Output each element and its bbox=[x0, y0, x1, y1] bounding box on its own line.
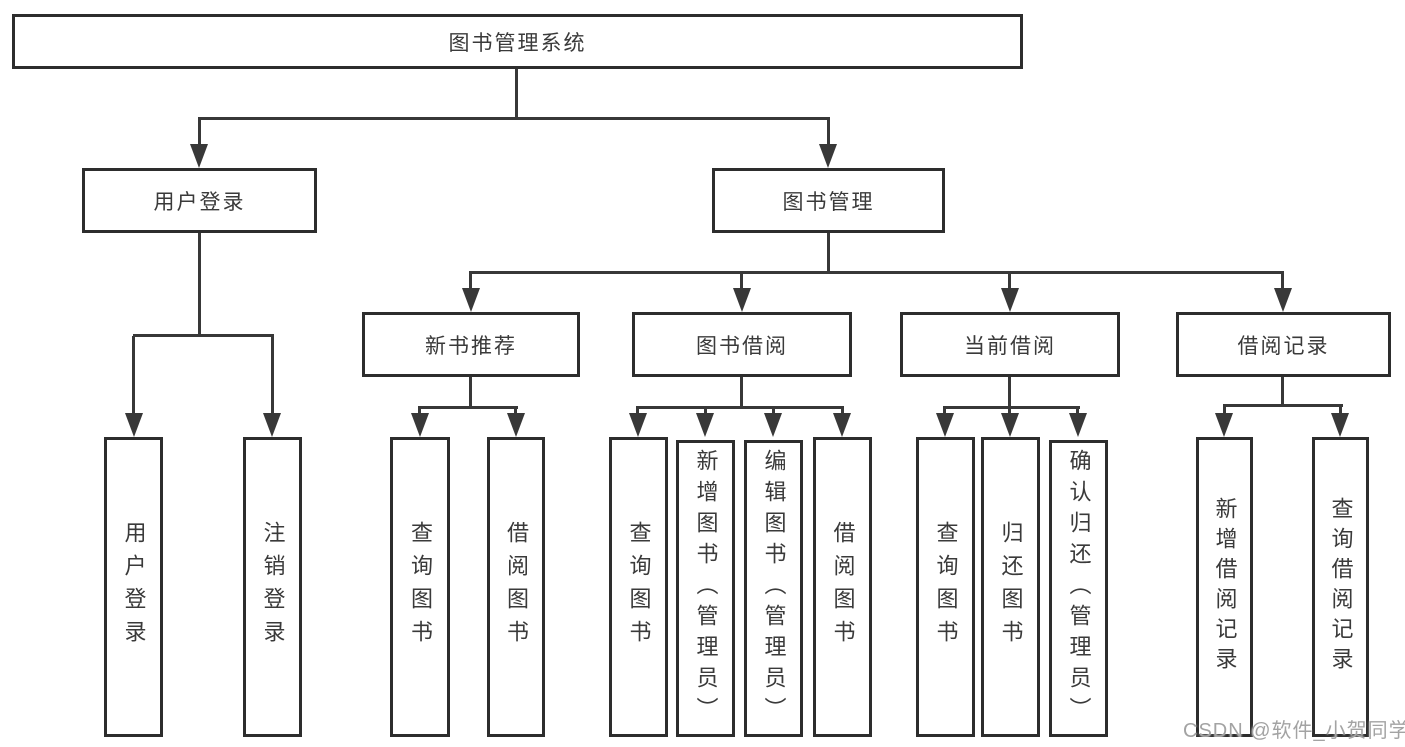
connector-line bbox=[841, 408, 844, 416]
connector-line bbox=[1339, 406, 1342, 416]
leaf-borrow-books-label: 借阅图书 bbox=[830, 521, 856, 653]
connector-line bbox=[740, 377, 743, 408]
connector-line bbox=[1008, 377, 1011, 408]
node-user-login-label: 用户登录 bbox=[153, 190, 246, 214]
node-user-login: 用户登录 bbox=[82, 168, 317, 233]
connector-line bbox=[636, 408, 639, 416]
arrow-down-icon bbox=[733, 288, 751, 312]
node-new-book-recommend: 新书推荐 bbox=[362, 312, 580, 377]
arrow-down-icon bbox=[833, 413, 851, 437]
arrow-down-icon bbox=[263, 413, 281, 437]
connector-line bbox=[704, 408, 707, 416]
leaf-query-books-recommend-label: 查询图书 bbox=[408, 521, 433, 653]
leaf-user-login: 用户登录 bbox=[104, 437, 163, 737]
node-book-borrow: 图书借阅 bbox=[632, 312, 852, 377]
leaf-query-books-current: 查询图书 bbox=[916, 437, 975, 737]
leaf-borrow-books: 借阅图书 bbox=[813, 437, 872, 737]
connector-line bbox=[418, 406, 518, 409]
arrow-down-icon bbox=[764, 413, 782, 437]
node-borrow-records-label: 借阅记录 bbox=[1237, 334, 1330, 358]
arrow-down-icon bbox=[1069, 413, 1087, 437]
arrow-down-icon bbox=[1215, 413, 1233, 437]
leaf-logout-label: 注销登录 bbox=[260, 521, 286, 653]
connector-line bbox=[469, 377, 472, 408]
connector-line bbox=[515, 69, 518, 118]
arrow-down-icon bbox=[190, 144, 208, 168]
leaf-query-borrow-record: 查询借阅记录 bbox=[1312, 437, 1369, 737]
leaf-edit-book-admin-label: 编辑图书（管理员） bbox=[761, 449, 787, 728]
connector-line bbox=[418, 408, 421, 416]
leaf-query-books-current-label: 查询图书 bbox=[933, 521, 959, 653]
connector-line bbox=[469, 271, 1284, 274]
leaf-add-borrow-record-label: 新增借阅记录 bbox=[1212, 497, 1238, 677]
arrow-down-icon bbox=[1001, 288, 1019, 312]
leaf-query-books-borrow-label: 查询图书 bbox=[626, 521, 652, 653]
node-book-management: 图书管理 bbox=[712, 168, 945, 233]
connector-line bbox=[469, 273, 472, 290]
arrow-down-icon bbox=[629, 413, 647, 437]
arrow-down-icon bbox=[462, 288, 480, 312]
connector-line bbox=[636, 406, 844, 409]
leaf-add-borrow-record: 新增借阅记录 bbox=[1196, 437, 1253, 737]
node-book-borrow-label: 图书借阅 bbox=[696, 334, 788, 358]
leaf-return-books: 归还图书 bbox=[981, 437, 1040, 737]
leaf-logout: 注销登录 bbox=[243, 437, 302, 737]
connector-line bbox=[271, 336, 274, 414]
connector-line bbox=[198, 233, 201, 335]
node-book-management-label: 图书管理 bbox=[782, 190, 875, 214]
leaf-borrow-books-recommend-label: 借阅图书 bbox=[504, 521, 529, 653]
arrow-down-icon bbox=[507, 413, 525, 437]
connector-line bbox=[772, 408, 775, 416]
node-new-book-recommend-label: 新书推荐 bbox=[425, 334, 517, 358]
leaf-edit-book-admin: 编辑图书（管理员） bbox=[744, 440, 803, 737]
connector-line bbox=[133, 334, 274, 337]
arrow-down-icon bbox=[936, 413, 954, 437]
leaf-query-books-recommend: 查询图书 bbox=[390, 437, 450, 737]
arrow-down-icon bbox=[696, 413, 714, 437]
node-current-borrow: 当前借阅 bbox=[900, 312, 1120, 377]
connector-line bbox=[1008, 273, 1011, 290]
connector-line bbox=[132, 336, 135, 414]
leaf-confirm-return-admin-label: 确认归还（管理员） bbox=[1066, 449, 1092, 728]
node-root: 图书管理系统 bbox=[12, 14, 1023, 69]
connector-line bbox=[514, 408, 517, 416]
arrow-down-icon bbox=[411, 413, 429, 437]
leaf-return-books-label: 归还图书 bbox=[998, 521, 1024, 653]
watermark: CSDN @软件_小贺同学 bbox=[1183, 720, 1405, 742]
connector-line bbox=[943, 406, 1080, 409]
connector-line bbox=[1076, 408, 1079, 416]
connector-line bbox=[1223, 404, 1343, 407]
connector-line bbox=[1008, 408, 1011, 416]
connector-line bbox=[943, 408, 946, 416]
arrow-down-icon bbox=[1274, 288, 1292, 312]
leaf-add-book-admin-label: 新增图书（管理员） bbox=[693, 449, 719, 728]
leaf-user-login-label: 用户登录 bbox=[121, 521, 147, 653]
connector-line bbox=[827, 119, 830, 147]
connector-line bbox=[740, 273, 743, 290]
arrow-down-icon bbox=[125, 413, 143, 437]
connector-line bbox=[1281, 377, 1284, 406]
arrow-down-icon bbox=[1001, 413, 1019, 437]
connector-line bbox=[1223, 406, 1226, 416]
connector-line bbox=[1281, 273, 1284, 290]
node-root-label: 图书管理系统 bbox=[448, 31, 587, 55]
connector-line bbox=[198, 117, 830, 120]
leaf-query-borrow-record-label: 查询借阅记录 bbox=[1328, 497, 1354, 677]
arrow-down-icon bbox=[1331, 413, 1349, 437]
leaf-add-book-admin: 新增图书（管理员） bbox=[676, 440, 735, 737]
arrow-down-icon bbox=[819, 144, 837, 168]
leaf-borrow-books-recommend: 借阅图书 bbox=[487, 437, 545, 737]
connector-line bbox=[198, 119, 201, 147]
node-current-borrow-label: 当前借阅 bbox=[964, 334, 1056, 358]
connector-line bbox=[827, 233, 830, 273]
leaf-confirm-return-admin: 确认归还（管理员） bbox=[1049, 440, 1108, 737]
leaf-query-books-borrow: 查询图书 bbox=[609, 437, 668, 737]
node-borrow-records: 借阅记录 bbox=[1176, 312, 1391, 377]
